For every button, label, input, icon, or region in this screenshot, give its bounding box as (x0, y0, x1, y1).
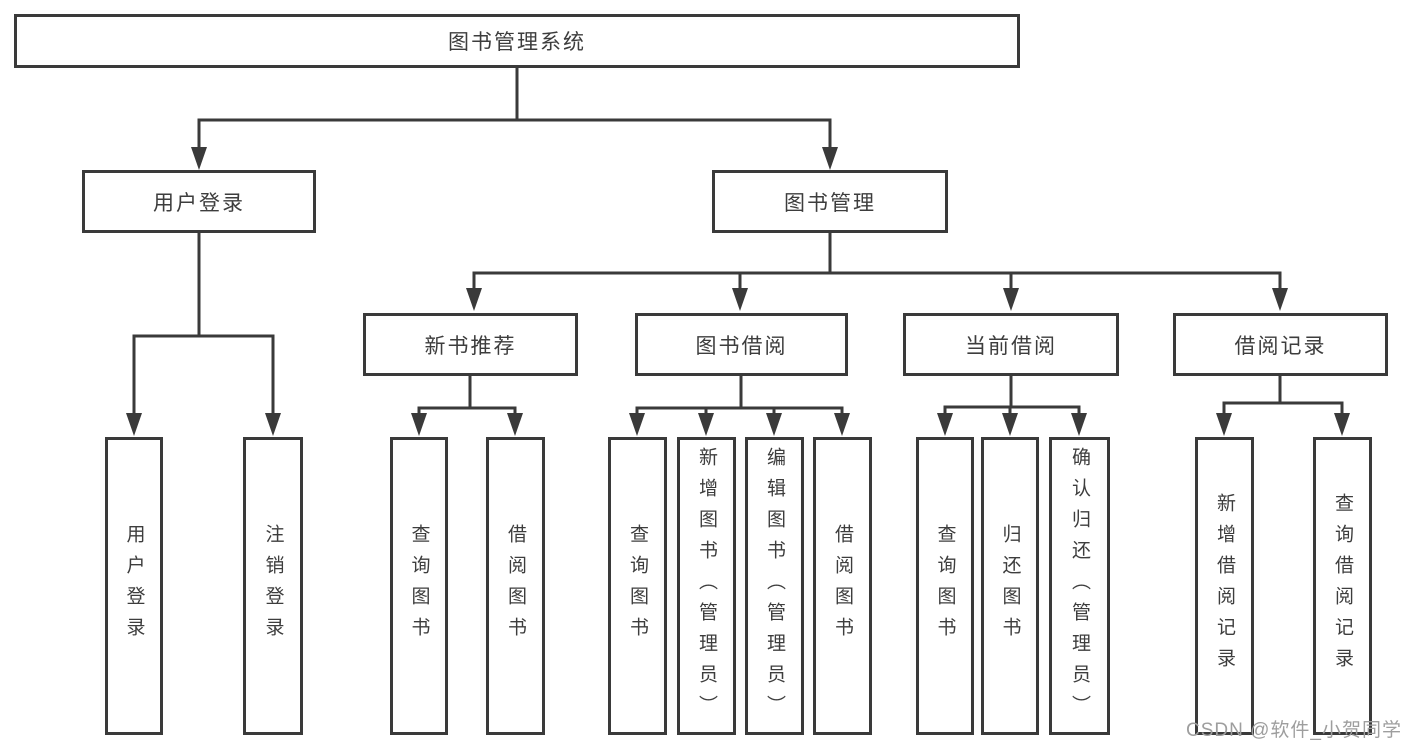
node-label: 新书推荐 (424, 334, 517, 358)
leaf-query-books-2: 查询图书 (608, 437, 667, 735)
arrowhead (411, 413, 427, 436)
node-label: 新增图书（管理员） (696, 446, 717, 726)
arrowhead (698, 413, 714, 436)
arrowhead (1272, 288, 1288, 311)
connector-book-borrow-split (635, 376, 844, 416)
arrowhead (937, 413, 953, 436)
leaf-edit-book-admin: 编辑图书（管理员） (745, 437, 804, 735)
node-library-management-system: 图书管理系统 (14, 14, 1020, 68)
connector-new-book-rec-split (417, 376, 517, 416)
node-label: 图书借阅 (695, 334, 788, 358)
node-label: 查询图书 (934, 524, 956, 648)
leaf-logout: 注销登录 (243, 437, 303, 735)
arrowhead (1002, 413, 1018, 436)
leaf-confirm-return-admin: 确认归还（管理员） (1049, 437, 1110, 735)
arrowhead (822, 147, 838, 170)
arrowhead (1071, 413, 1087, 436)
node-new-book-recommendation: 新书推荐 (363, 313, 578, 376)
arrowhead (191, 147, 207, 170)
leaf-add-book-admin: 新增图书（管理员） (677, 437, 736, 735)
arrowhead (1216, 413, 1232, 436)
node-user-login: 用户登录 (82, 170, 316, 233)
leaf-add-borrow-record: 新增借阅记录 (1195, 437, 1254, 735)
connector-user-login-split (132, 233, 275, 416)
node-label: 新增借阅记录 (1214, 493, 1235, 679)
node-label: 编辑图书（管理员） (764, 446, 785, 726)
leaf-query-books-3: 查询图书 (916, 437, 974, 735)
arrowhead (126, 413, 142, 436)
arrowhead (834, 413, 850, 436)
node-label: 归还图书 (999, 524, 1021, 648)
node-label: 查询图书 (627, 524, 648, 648)
leaf-user-login: 用户登录 (105, 437, 163, 735)
node-borrowing-records: 借阅记录 (1173, 313, 1388, 376)
arrowhead (766, 413, 782, 436)
node-label: 用户登录 (153, 191, 245, 215)
arrowheads (126, 147, 1350, 436)
watermark: CSDN @软件_小贺同学 (1186, 720, 1402, 741)
node-label: 借阅图书 (832, 524, 853, 648)
arrowhead (507, 413, 523, 436)
leaf-return-book: 归还图书 (981, 437, 1039, 735)
node-book-management: 图书管理 (712, 170, 948, 233)
node-label: 注销登录 (262, 524, 284, 648)
node-label: 借阅图书 (505, 524, 526, 648)
arrowhead (1003, 288, 1019, 311)
node-book-borrowing: 图书借阅 (635, 313, 848, 376)
arrowhead (732, 288, 748, 311)
node-current-borrowing: 当前借阅 (903, 313, 1119, 376)
arrowhead (265, 413, 281, 436)
arrowhead (466, 288, 482, 311)
leaf-borrow-books-2: 借阅图书 (813, 437, 872, 735)
node-label: 借阅记录 (1234, 334, 1327, 358)
node-label: 用户登录 (123, 524, 145, 648)
leaf-borrow-books-1: 借阅图书 (486, 437, 545, 735)
node-label: 图书管理 (784, 191, 876, 215)
leaf-query-borrow-record: 查询借阅记录 (1313, 437, 1372, 735)
node-label: 查询借阅记录 (1332, 493, 1353, 679)
connector-book-mgmt-split (472, 233, 1282, 292)
node-label: 图书管理系统 (448, 31, 586, 54)
connector-root-split (197, 118, 832, 150)
node-label: 查询图书 (408, 524, 430, 648)
arrowhead (629, 413, 645, 436)
leaf-query-books-1: 查询图书 (390, 437, 448, 735)
node-label: 当前借阅 (965, 334, 1057, 358)
node-label: 确认归还（管理员） (1069, 446, 1090, 726)
connector-borrow-records-split (1222, 376, 1344, 416)
connector-current-borrow-split (943, 376, 1081, 416)
arrowhead (1334, 413, 1350, 436)
